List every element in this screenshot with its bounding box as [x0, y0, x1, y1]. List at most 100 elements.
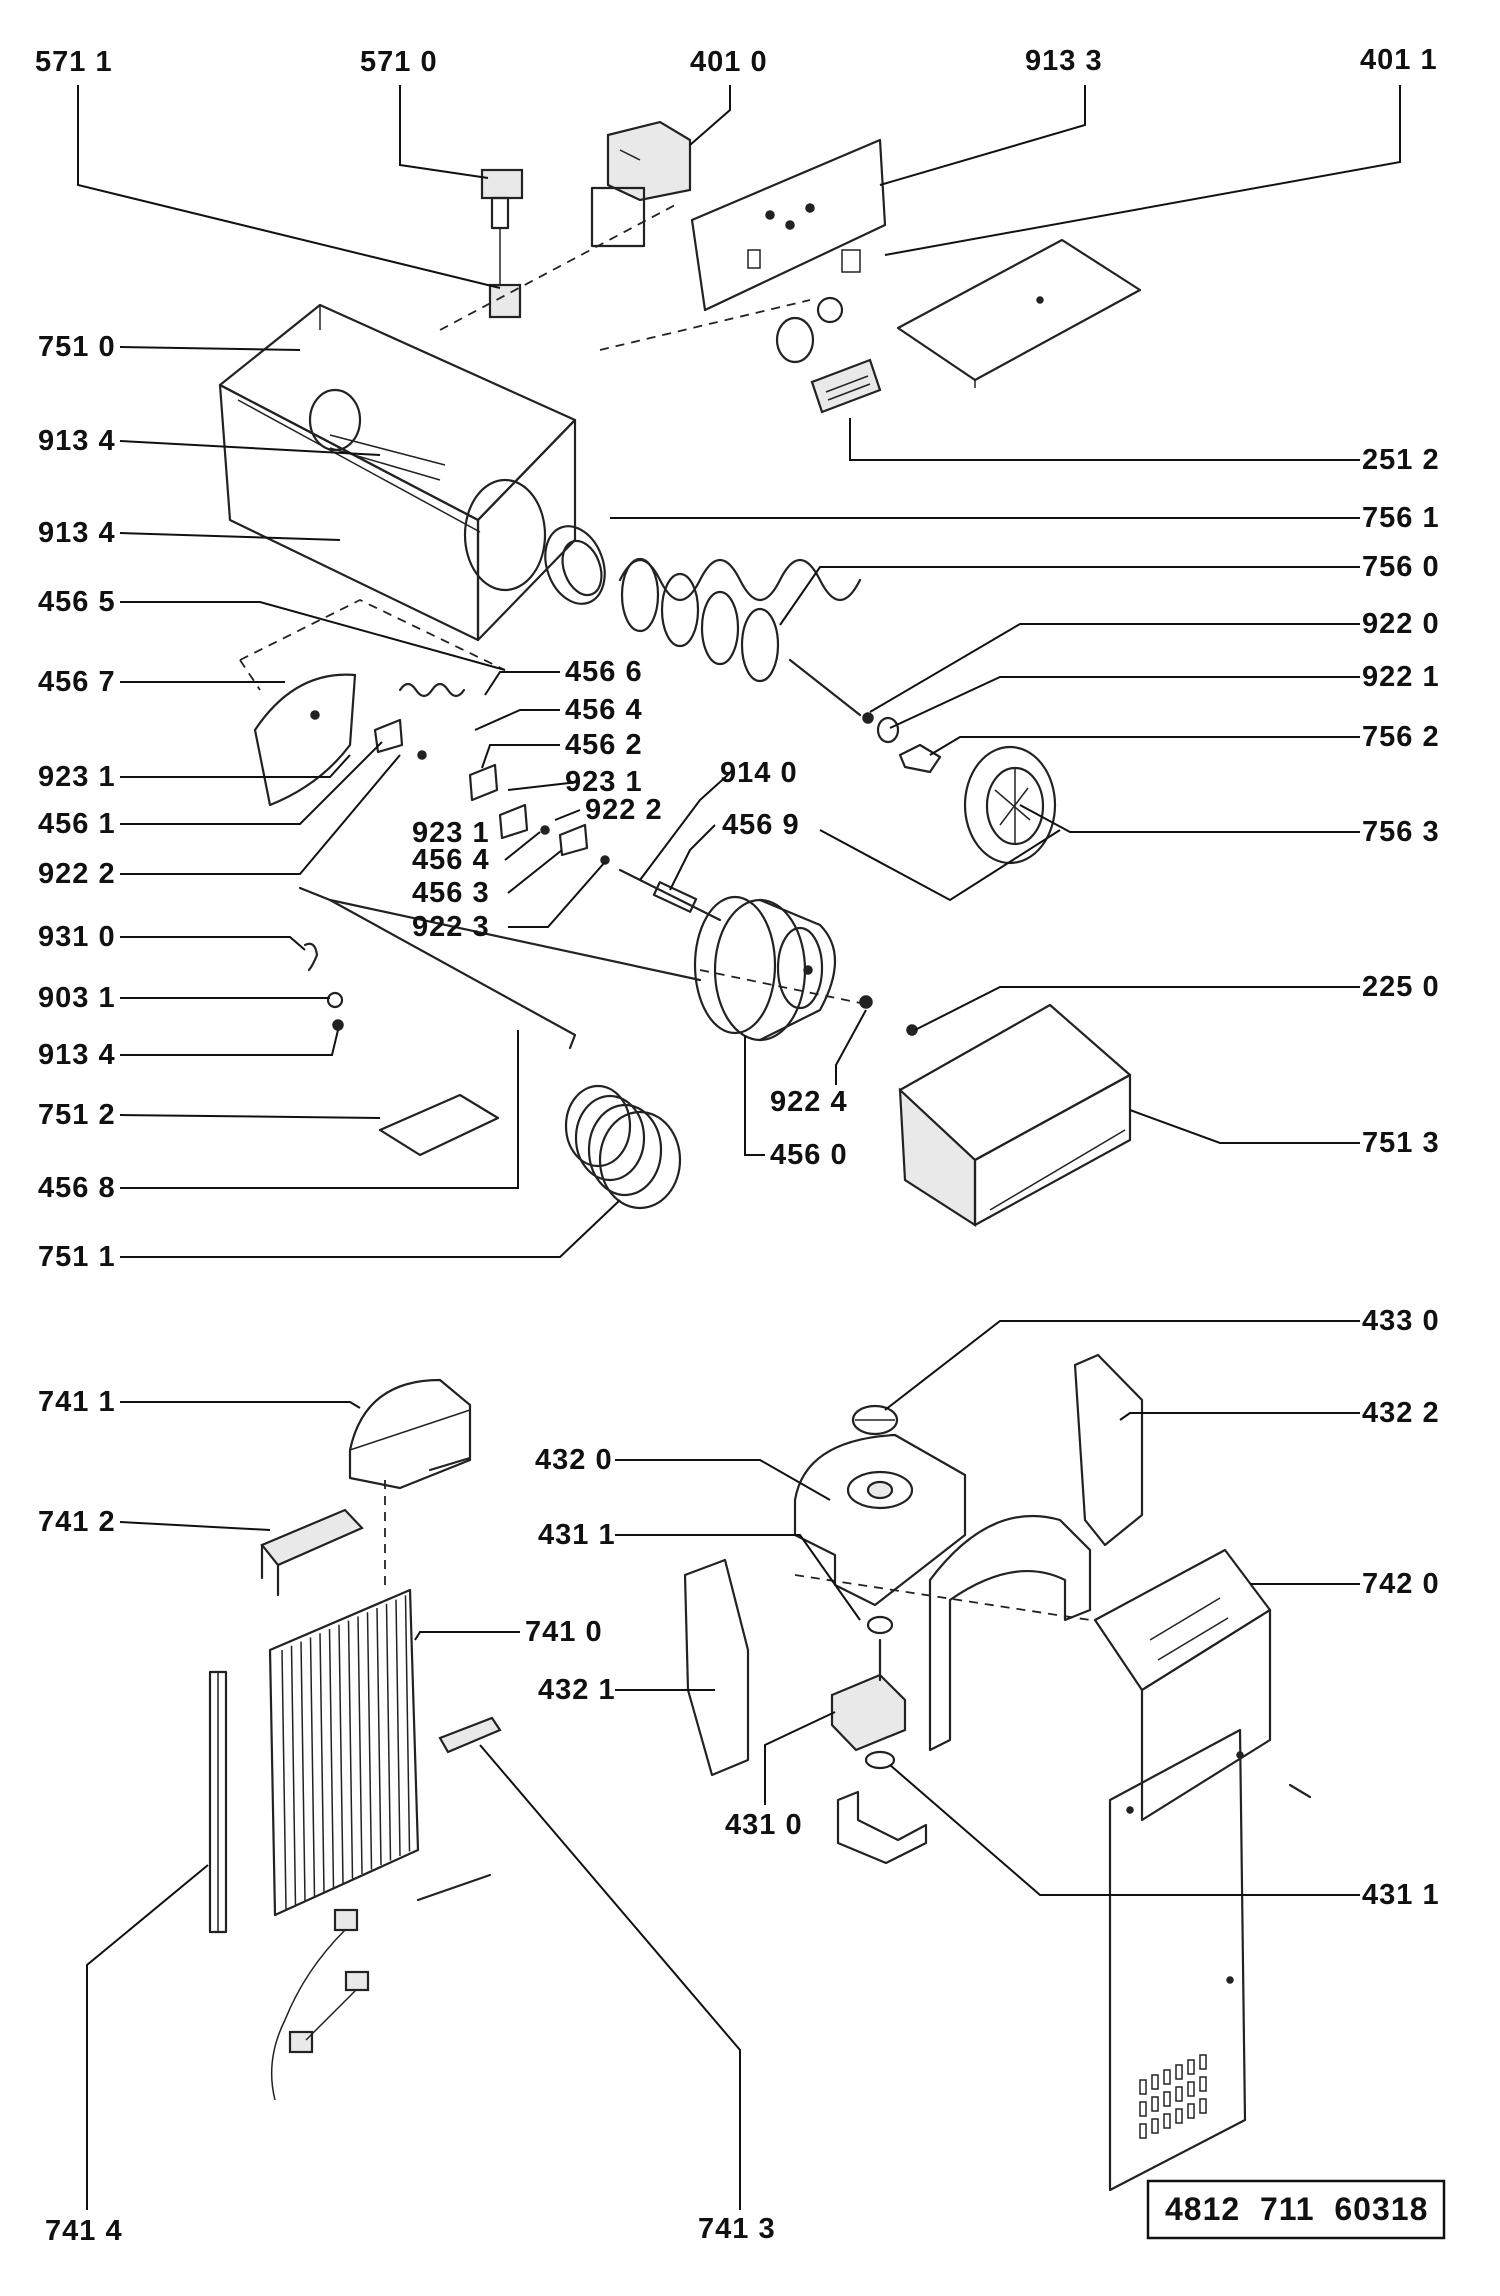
callout-label: 756 1: [1362, 502, 1440, 534]
callout-label: 923 1: [38, 761, 116, 793]
callout-label: 432 0: [535, 1444, 613, 1476]
callout-label: 225 0: [1362, 971, 1440, 1003]
callout-label: 456 2: [565, 729, 643, 761]
screw-903: [326, 991, 344, 1009]
vent-slot: [1187, 2103, 1195, 2119]
control-board: [690, 138, 887, 312]
panel-fin: [385, 1603, 392, 1861]
callout-label: 922 0: [1362, 608, 1440, 640]
callout-label: 741 4: [45, 2215, 123, 2247]
panel-fin: [309, 1637, 316, 1897]
vent-slot: [1151, 2118, 1159, 2134]
clip-741-3: [438, 1716, 502, 1754]
callout-label: 913 4: [38, 517, 116, 549]
evaporator-panel: [268, 1588, 420, 1917]
callout-label: 401 1: [1360, 44, 1438, 76]
duct-ring: [544, 525, 606, 605]
callout-label: 456 8: [38, 1172, 116, 1204]
callout-label: 432 1: [538, 1674, 616, 1706]
panel-fin: [300, 1641, 306, 1902]
callout-label: 571 1: [35, 46, 113, 78]
side-panel-432-2: [1073, 1353, 1144, 1547]
fan-housing-432-0: [793, 1433, 967, 1607]
callout-label: 431 1: [538, 1519, 616, 1551]
vent-slot: [1175, 2064, 1183, 2080]
rivet-922-2: [540, 825, 550, 835]
callout-label: 751 2: [38, 1099, 116, 1131]
callout-label: 922 3: [412, 911, 490, 943]
housing-box: [218, 303, 577, 642]
callout-label: 756 0: [1362, 551, 1440, 583]
callout-label: 914 0: [720, 757, 798, 789]
cover-plate: [896, 238, 1142, 388]
washer-922-4: [859, 995, 873, 1009]
callout-labels: 571 1 571 0 401 0 913 3 401 1 751 0 913 …: [35, 44, 1440, 2247]
callout-label: 751 3: [1362, 1127, 1440, 1159]
small-spring: [398, 682, 466, 698]
callout-label: 756 2: [1362, 721, 1440, 753]
callout-label: 251 2: [1362, 444, 1440, 476]
vent-slot: [1163, 2113, 1171, 2129]
callout-label: 741 3: [698, 2213, 776, 2245]
vent-slot: [1175, 2108, 1183, 2124]
bellows: [564, 1084, 682, 1210]
lower-assembly: [208, 1353, 1312, 2192]
motor-block: [590, 120, 692, 248]
vent-slot: [1199, 2076, 1207, 2092]
vent-slot: [1199, 2054, 1207, 2070]
callout-label: 922 1: [1362, 661, 1440, 693]
callout-label: 456 5: [38, 586, 116, 618]
screw-913: [332, 1019, 344, 1031]
callout-label: 432 2: [1362, 1397, 1440, 1429]
callout-label: 456 3: [412, 877, 490, 909]
panel-fin: [366, 1612, 373, 1870]
vent-slot: [1163, 2069, 1171, 2085]
vent-slot: [1151, 2096, 1159, 2112]
panel-fin: [328, 1628, 335, 1888]
rivet-923: [417, 750, 427, 760]
bracket-outline-2: [239, 659, 261, 691]
leader-lines: [77, 85, 1401, 2210]
damper-plate: [253, 673, 357, 807]
callout-label: 456 4: [412, 844, 490, 876]
bracket-456-2: [468, 763, 499, 802]
panel-fin: [376, 1607, 382, 1866]
small-fan-433-0: [851, 1404, 899, 1436]
callout-label: 456 9: [722, 809, 800, 841]
solenoid-valve: [480, 168, 524, 319]
panel-fin: [395, 1599, 401, 1857]
heater-coil: [618, 557, 862, 717]
panel-fin: [347, 1620, 354, 1879]
document-number: 4812 711 60318: [1165, 2191, 1428, 2227]
callout-label: 456 4: [565, 694, 643, 726]
callout-label: 913 4: [38, 425, 116, 457]
callout-label: 931 0: [38, 921, 116, 953]
panel-fin: [404, 1595, 411, 1852]
callout-label: 923 1: [565, 766, 643, 798]
vent-slot: [1187, 2059, 1195, 2075]
callout-label: 751 1: [38, 1241, 116, 1273]
linkage-rod: [298, 886, 702, 1050]
washer-922-0: [862, 712, 874, 724]
vent-slot: [1163, 2091, 1171, 2107]
callout-label: 913 3: [1025, 45, 1103, 77]
callout-label: 913 4: [38, 1039, 116, 1071]
callout-label: 756 3: [1362, 816, 1440, 848]
callout-label: 741 1: [38, 1386, 116, 1418]
panel-fin: [357, 1616, 363, 1875]
bracket-outline: [239, 598, 506, 671]
callout-label: 401 0: [690, 46, 768, 78]
side-panel-432-1: [683, 1558, 750, 1777]
vent-slot: [1187, 2081, 1195, 2097]
callout-label: 433 0: [1362, 1305, 1440, 1337]
connector-block: [810, 358, 882, 414]
vent-slot: [1139, 2101, 1147, 2117]
gasket-strip: [378, 1093, 500, 1157]
callout-label: 741 2: [38, 1506, 116, 1538]
bracket-456-1: [373, 718, 404, 754]
vent-slot: [1151, 2074, 1159, 2090]
fan-cover-741-1: [348, 1378, 472, 1490]
callout-label: 741 0: [525, 1616, 603, 1648]
callout-label: 456 6: [565, 656, 643, 688]
bracket-456-4: [498, 803, 529, 840]
